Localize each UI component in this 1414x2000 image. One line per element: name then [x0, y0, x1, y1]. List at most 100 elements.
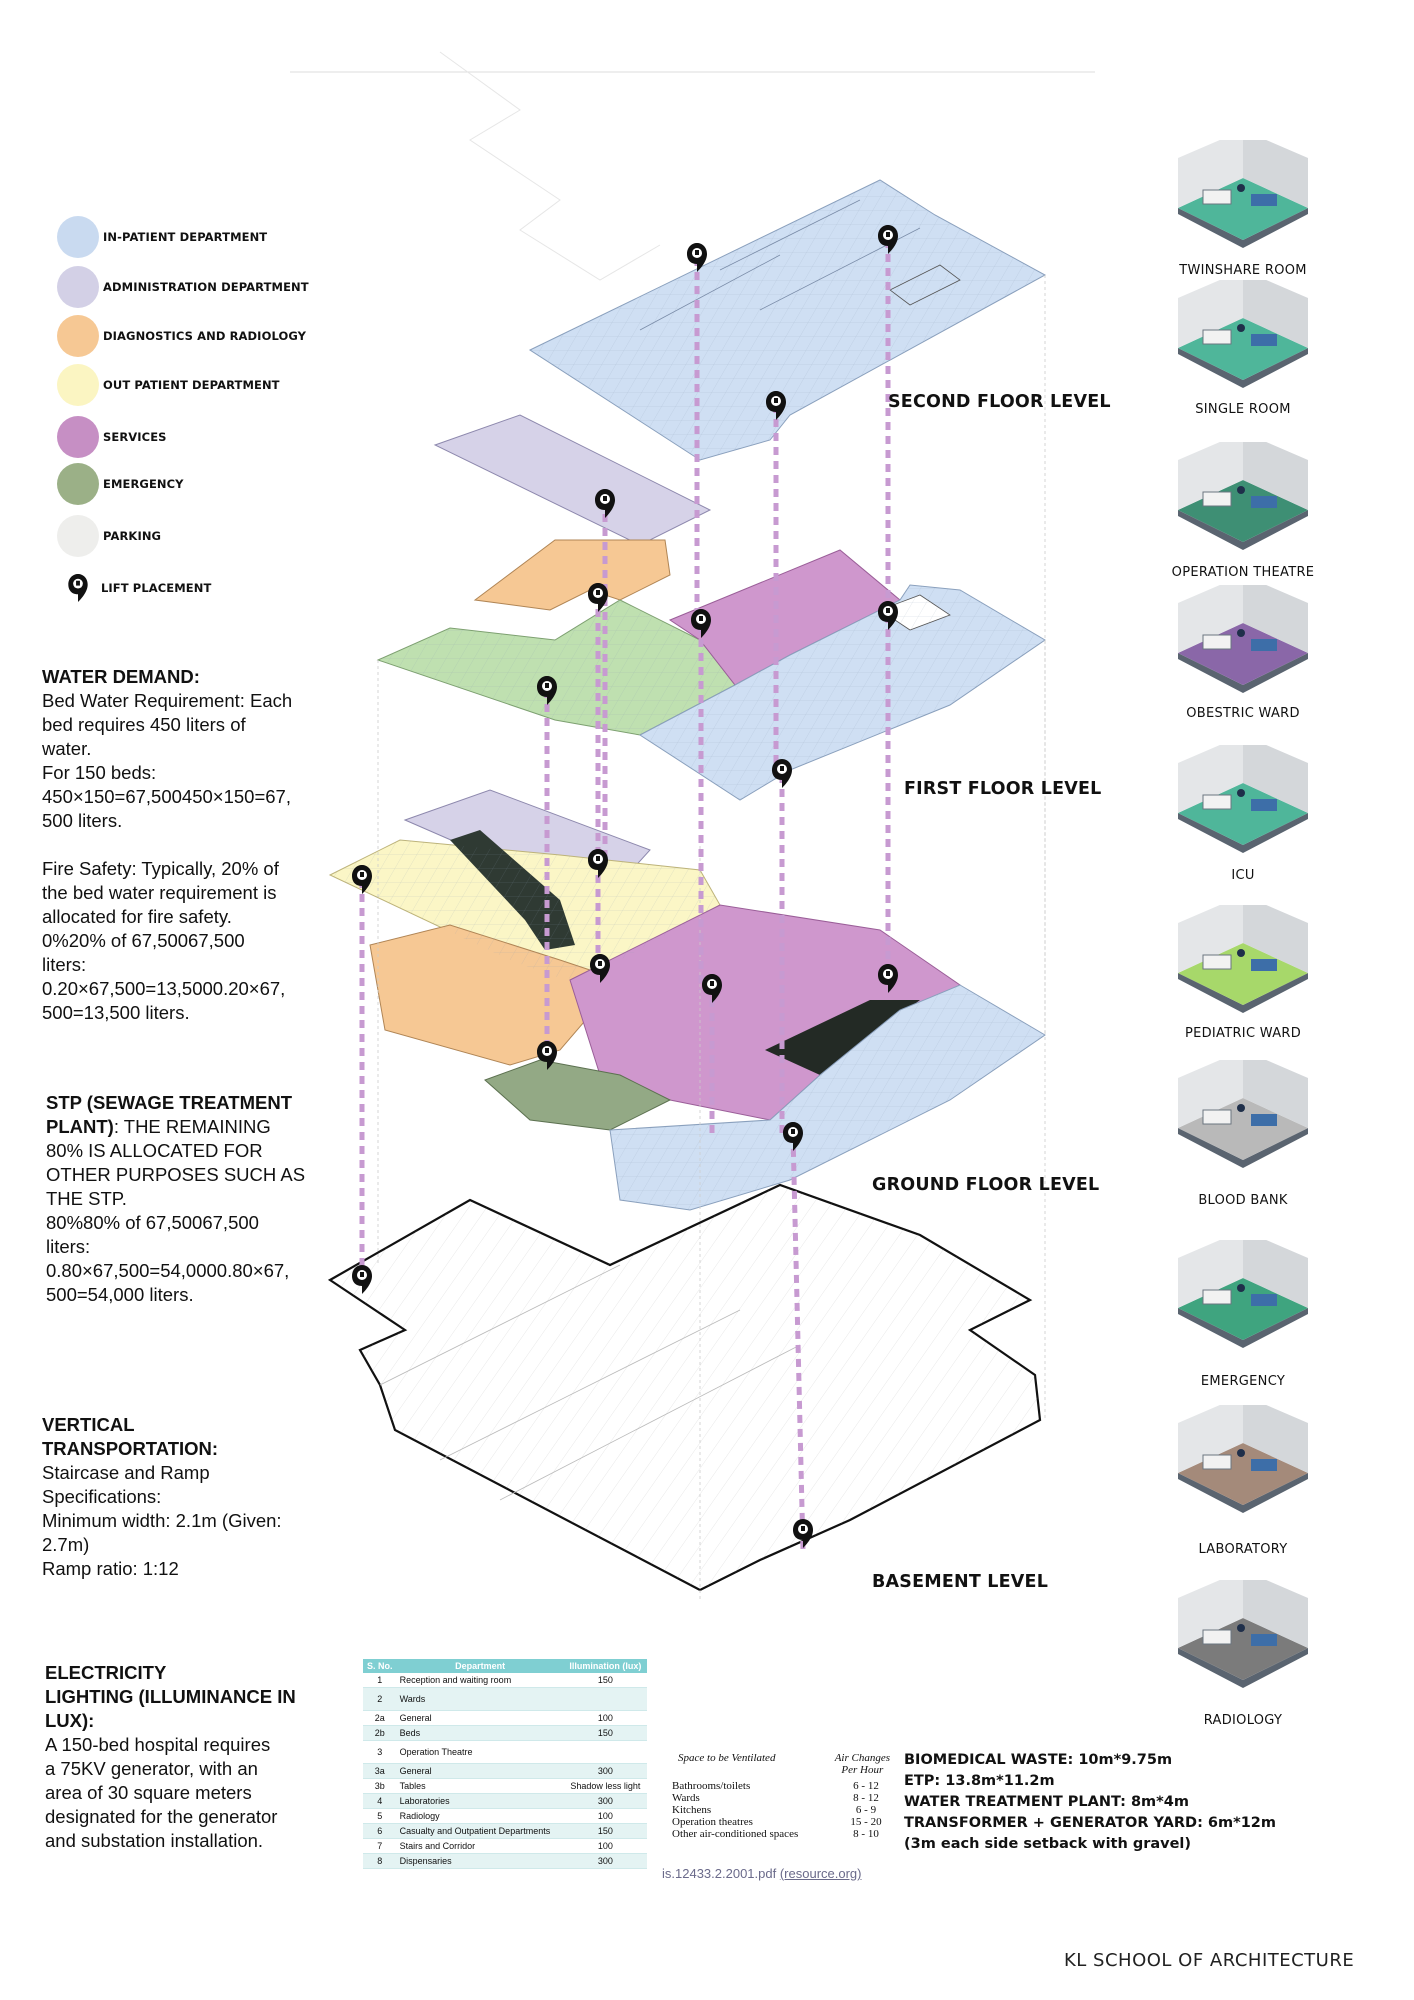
- room-illustration: [1178, 280, 1308, 388]
- text-line: bed requires 450 liters of: [42, 714, 246, 735]
- ventilation-air-changes: 8 - 10: [853, 1828, 879, 1840]
- text-line: Bed Water Requirement: Each: [42, 690, 293, 711]
- legend-swatch: [57, 364, 99, 406]
- ventilation-space: Other air-conditioned spaces: [672, 1828, 799, 1840]
- text-line: 450×150=67,500450×150=67,: [42, 786, 291, 807]
- text-line: the bed water requirement is: [42, 882, 277, 903]
- text-line: Ramp ratio: 1:12: [42, 1558, 179, 1579]
- table-cell: 6: [363, 1823, 397, 1839]
- table-cell: General: [396, 1763, 564, 1779]
- level-label-first: FIRST FLOOR LEVEL: [904, 779, 1102, 799]
- table-cell: General: [396, 1710, 564, 1726]
- reference-link[interactable]: is.12433.2.2001.pdf (resource.org): [662, 1866, 861, 1881]
- ventilation-space: Operation theatres: [672, 1816, 753, 1828]
- table-cell: 300: [563, 1793, 647, 1809]
- basement-plan: [327, 1183, 1042, 1592]
- table-cell: 300: [563, 1853, 647, 1869]
- room-illustration: [1178, 585, 1308, 693]
- table-cell: 100: [563, 1838, 647, 1854]
- legend-swatch: [57, 216, 99, 258]
- stp-title: STP (SEWAGE TREATMENT: [46, 1092, 292, 1113]
- spec-line: BIOMEDICAL WASTE: 10m*9.75m: [904, 1752, 1173, 1768]
- legend-swatch: [57, 416, 99, 458]
- text-line: 500=13,500 liters.: [42, 1002, 190, 1023]
- ventilation-space: Bathrooms/toilets: [672, 1780, 751, 1792]
- site-specs: BIOMEDICAL WASTE: 10m*9.75m ETP: 13.8m*1…: [904, 1750, 1276, 1855]
- stp-block: STP (SEWAGE TREATMENT PLANT): THE REMAIN…: [46, 1091, 316, 1307]
- table-cell: 150: [563, 1725, 647, 1741]
- reference-source[interactable]: (resource.org): [779, 1866, 862, 1881]
- text-line: OTHER PURPOSES SUCH AS: [46, 1164, 306, 1185]
- text-line: Specifications:: [42, 1486, 162, 1507]
- spec-line: WATER TREATMENT PLANT: 8m*4m: [904, 1794, 1189, 1810]
- table-cell: Tables: [396, 1778, 564, 1794]
- room-illustration: [1178, 745, 1308, 853]
- table-cell: Shadow less light: [563, 1778, 647, 1794]
- table-cell: 4: [363, 1793, 397, 1809]
- text-line: Fire Safety: Typically, 20% of: [42, 858, 279, 879]
- room-illustration: [1178, 1580, 1308, 1688]
- legend-item-lift: LIFT PLACEMENT: [57, 566, 211, 610]
- text-line: 80%80% of 67,50067,500: [46, 1212, 259, 1233]
- room-label: BLOOD BANK: [1198, 1193, 1288, 1208]
- ground-floor-plan: [328, 789, 1046, 1211]
- legend-item-in-patient: IN-PATIENT DEPARTMENT: [57, 215, 267, 259]
- first-floor-plan: [376, 414, 1046, 801]
- text-line: liters:: [46, 1236, 91, 1257]
- table-cell: 8: [363, 1853, 397, 1869]
- table-cell: 150: [563, 1673, 647, 1688]
- table-header: Department: [396, 1659, 564, 1673]
- table-cell: 3b: [363, 1778, 397, 1794]
- text-line: 2.7m): [42, 1534, 90, 1555]
- room-illustration: [1178, 140, 1308, 248]
- ventilation-row: Operation theatres 15 - 20: [672, 1816, 890, 1828]
- legend-item-out-patient: OUT PATIENT DEPARTMENT: [57, 363, 280, 407]
- text-line: and substation installation.: [45, 1830, 264, 1851]
- table-header: Illumination (lux): [563, 1659, 647, 1673]
- ventilation-air-changes: 6 - 12: [853, 1780, 879, 1792]
- legend-label: ADMINISTRATION DEPARTMENT: [103, 280, 309, 294]
- level-label-ground: GROUND FLOOR LEVEL: [872, 1175, 1100, 1195]
- table-cell: [563, 1740, 647, 1764]
- room-label: RADIOLOGY: [1203, 1713, 1283, 1728]
- table-cell: 7: [363, 1838, 397, 1854]
- text-line: allocated for fire safety.: [42, 906, 232, 927]
- ventilation-table: Space to be Ventilated Air Changes Per H…: [672, 1752, 890, 1840]
- table-header: S. No.: [363, 1659, 397, 1673]
- table-cell: 100: [563, 1808, 647, 1824]
- ventilation-air-changes: 15 - 20: [850, 1816, 882, 1828]
- text-line: For 150 beds:: [42, 762, 157, 783]
- room-illustration: [1178, 1060, 1308, 1168]
- vent-head-right-1: Air Changes: [834, 1752, 890, 1764]
- level-label-second: SECOND FLOOR LEVEL: [888, 392, 1111, 412]
- table-cell: 150: [563, 1823, 647, 1839]
- reference-file: is.12433.2.2001.pdf: [662, 1866, 777, 1881]
- text-line: 500 liters.: [42, 810, 123, 831]
- ventilation-row: Bathrooms/toilets 6 - 12: [672, 1780, 890, 1792]
- room-label: SINGLE ROOM: [1195, 402, 1291, 417]
- text-line: water.: [42, 738, 92, 759]
- room-label: TWINSHARE ROOM: [1179, 263, 1307, 278]
- stp-title-2: PLANT): [46, 1116, 114, 1137]
- legend-label: OUT PATIENT DEPARTMENT: [103, 378, 280, 392]
- legend-label: LIFT PLACEMENT: [101, 581, 212, 595]
- vertical-transport-block: VERTICAL TRANSPORTATION: Staircase and R…: [42, 1413, 312, 1581]
- ventilation-row: Other air-conditioned spaces 8 - 10: [672, 1828, 890, 1840]
- ventilation-space: Wards: [672, 1792, 700, 1804]
- legend-item-diagnostics: DIAGNOSTICS AND RADIOLOGY: [57, 314, 306, 358]
- spec-line: TRANSFORMER + GENERATOR YARD: 6m*12m: [904, 1815, 1276, 1831]
- electricity-title-2: LIGHTING (ILLUMINANCE IN: [45, 1686, 296, 1707]
- vent-head-right: Air Changes Per Hour: [835, 1752, 890, 1776]
- legend-label: IN-PATIENT DEPARTMENT: [103, 230, 268, 244]
- text-line: 0.20×67,500=13,5000.20×67,: [42, 978, 286, 999]
- legend-item-administration: ADMINISTRATION DEPARTMENT: [57, 265, 309, 309]
- text-line: Minimum width: 2.1m (Given:: [42, 1510, 282, 1531]
